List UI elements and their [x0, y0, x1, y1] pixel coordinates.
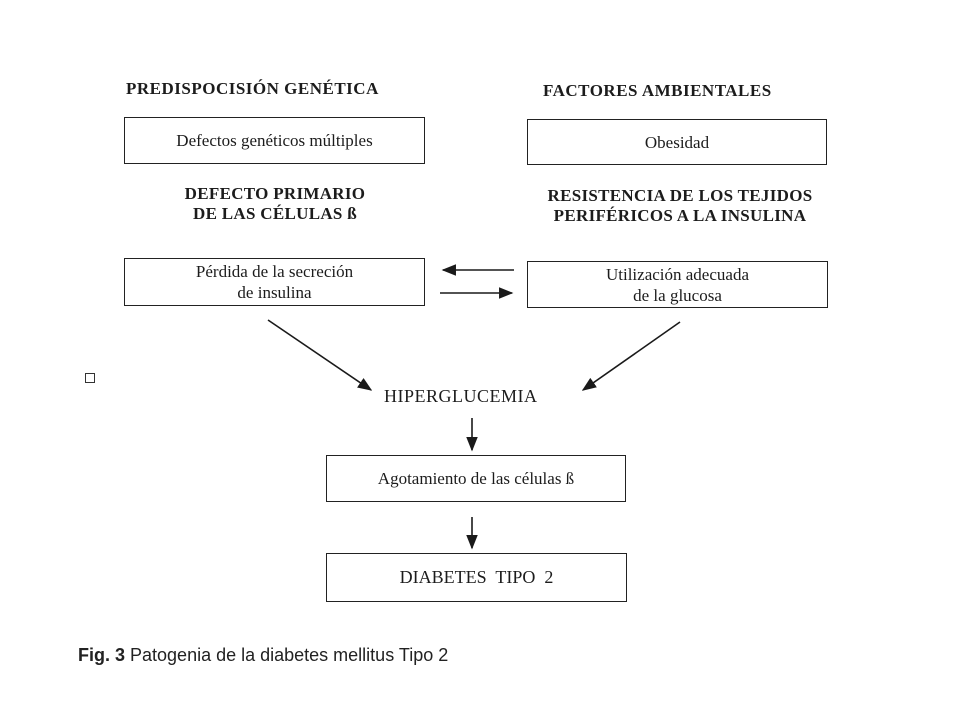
small-square-mark: [85, 373, 95, 383]
hyperglycemia-label: HIPERGLUCEMIA: [384, 386, 538, 406]
glucose-utilization-line1: Utilización adecuada: [605, 264, 749, 284]
primary-defect-line1: DEFECTO PRIMARIO: [184, 184, 366, 203]
glucose-utilization-line2: de la glucosa: [633, 285, 722, 305]
beta-cell-exhaustion-box: Agotamiento de las células ß: [326, 455, 626, 502]
insulin-resistance-line2: PERIFÉRICOS A LA INSULINA: [553, 206, 807, 225]
obesity-box: Obesidad: [527, 119, 827, 165]
figure-number: Fig. 3: [78, 645, 126, 665]
insulin-secretion-loss-line1: Pérdida de la secreción: [195, 262, 354, 281]
figure-caption: Fig. 3 Patogenia de la diabetes mellitus…: [78, 645, 448, 666]
genetic-defects-label: Defectos genéticos múltiples: [176, 131, 373, 150]
type2-diabetes-box: DIABETES TIPO 2: [326, 553, 627, 602]
environmental-factors-heading: FACTORES AMBIENTALES: [543, 81, 772, 100]
figure-caption-text: Patogenia de la diabetes mellitus Tipo 2: [125, 645, 449, 665]
beta-cell-exhaustion-label: Agotamiento de las células ß: [377, 469, 575, 488]
insulin-secretion-loss-box: Pérdida de la secreción de insulina: [124, 258, 425, 306]
insulin-resistance-heading: RESISTENCIA DE LOS TEJIDOS PERIFÉRICOS A…: [520, 186, 840, 226]
genetic-predisposition-heading: PREDISPOCISIÓN GENÉTICA: [126, 79, 379, 98]
arrow-right-to-hyperglycemia: [581, 321, 681, 391]
type2-diabetes-label: DIABETES TIPO 2: [399, 567, 554, 587]
primary-defect-line2: DE LAS CÉLULAS ß: [193, 204, 357, 223]
primary-defect-heading: DEFECTO PRIMARIO DE LAS CÉLULAS ß: [155, 184, 395, 224]
genetic-defects-box: Defectos genéticos múltiples: [124, 117, 425, 164]
insulin-resistance-line1: RESISTENCIA DE LOS TEJIDOS: [547, 186, 813, 205]
insulin-secretion-loss-line2: de insulina: [237, 283, 312, 302]
obesity-label: Obesidad: [644, 132, 710, 152]
glucose-utilization-box: Utilización adecuada de la glucosa: [527, 261, 828, 308]
arrow-left-to-hyperglycemia: [267, 319, 373, 391]
